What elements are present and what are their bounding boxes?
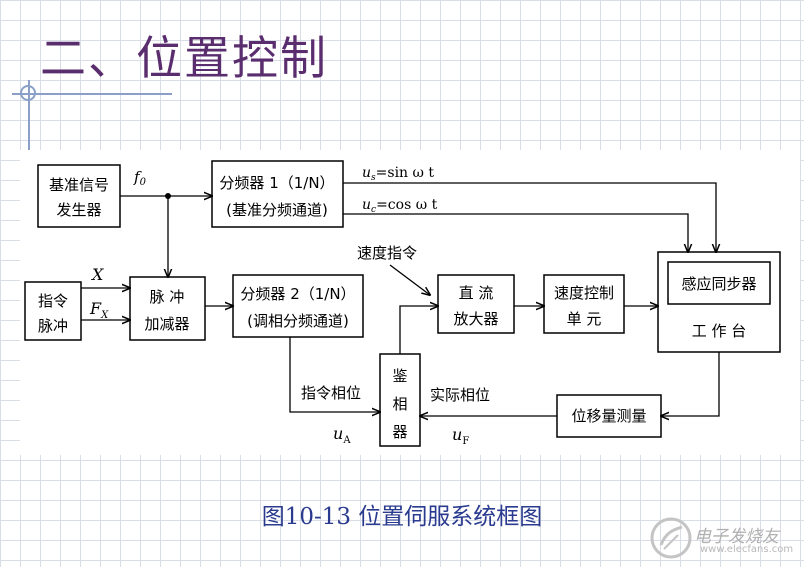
x-label: X	[90, 265, 104, 284]
ref-signal-label-1: 基准信号	[49, 176, 109, 194]
title-decor-vline	[28, 80, 30, 150]
command-pulse-block	[24, 281, 82, 341]
speed-cmd-label: 速度指令	[357, 244, 417, 262]
figure-caption: 图10-13 位置伺服系统框图	[261, 504, 543, 530]
speed-cmd-pointer	[389, 264, 430, 295]
watermark-logo-icon	[650, 517, 692, 559]
watermark-url: www.elecfans.com	[700, 544, 794, 555]
watermark-text: 电子发烧友	[694, 527, 779, 547]
uc-label: uc=cos ω t	[362, 197, 438, 215]
ua-label: uA	[333, 424, 351, 446]
adder-label-1: 脉 冲	[150, 288, 185, 306]
us-to-inductosyn-arrow	[343, 182, 716, 252]
speed-ctrl-label-2: 单 元	[567, 310, 602, 328]
divider2-to-detector-arrow	[289, 337, 380, 412]
adder-label-2: 加减器	[144, 315, 189, 333]
cmd-pulse-label-1: 指令	[38, 292, 68, 310]
title-decor-circle	[20, 85, 36, 101]
detector-label-3: 器	[392, 423, 407, 441]
divider1-label-2: (基准分频通道)	[226, 201, 328, 219]
cmd-phase-label: 指令相位	[301, 384, 361, 402]
position-measure-label: 位移量测量	[571, 407, 646, 425]
uc-to-inductosyn-arrow	[343, 213, 688, 252]
divider2-label-1: 分频器 2（1/N）	[240, 285, 355, 303]
title-decor-line	[12, 93, 172, 95]
inductosyn-block	[667, 261, 771, 305]
worktable-label: 工 作 台	[692, 322, 747, 340]
detector-label-2: 相	[392, 395, 407, 413]
f0-label: f0	[133, 168, 147, 188]
divider1-label-1: 分频器 1（1/N）	[219, 174, 334, 192]
detector-to-amplifier-arrow	[399, 306, 438, 354]
cmd-pulse-label-2: 脉冲	[38, 317, 68, 335]
actual-phase-label: 实际相位	[430, 386, 490, 404]
detector-label-1: 鉴	[392, 367, 407, 385]
divider2-label-2: (调相分频通道)	[247, 312, 349, 330]
amplifier-label-1: 直 流	[459, 284, 494, 302]
worktable-to-measure-arrow	[661, 352, 720, 416]
uf-label: uF	[452, 425, 469, 447]
slide-title: 二、位置控制	[40, 31, 328, 85]
speed-ctrl-label-1: 速度控制	[554, 284, 614, 302]
ref-signal-label-2: 发生器	[56, 201, 101, 219]
inductosyn-label: 感应同步器	[681, 275, 756, 293]
diagram-background	[20, 150, 800, 455]
us-label: us=sin ω t	[362, 165, 434, 183]
fx-label: FX	[89, 299, 109, 321]
amplifier-label-2: 放大器	[453, 310, 498, 328]
branch-dot	[165, 193, 171, 199]
